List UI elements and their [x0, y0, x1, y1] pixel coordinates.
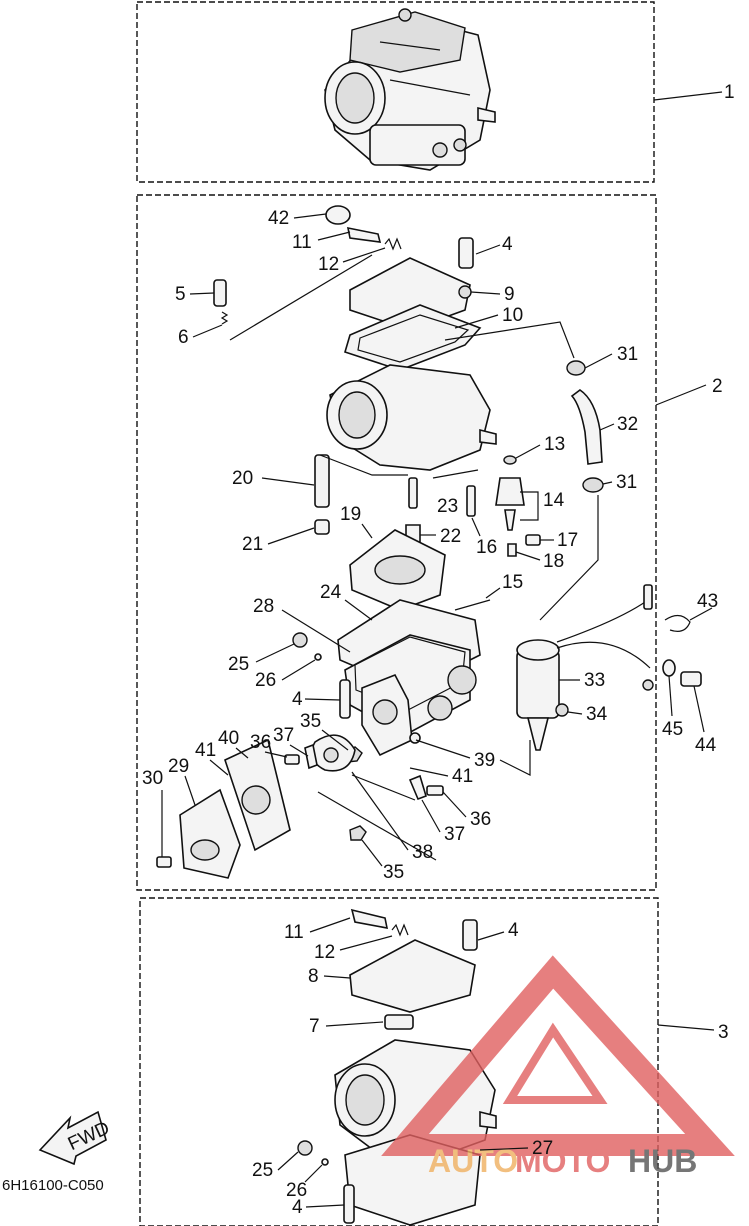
callout-38: 38 [412, 842, 433, 863]
callout-11b: 11 [284, 922, 304, 943]
callout-33: 33 [584, 670, 605, 691]
callout-45: 45 [662, 719, 683, 740]
callout-30: 30 [142, 768, 163, 789]
carburetor-assembly-bottom [297, 908, 497, 1226]
callout-19: 19 [340, 504, 361, 525]
callout-1: 1 [724, 82, 735, 103]
callout-20: 20 [232, 468, 253, 489]
watermark-brand-moto: MOTO [515, 1143, 610, 1179]
callout-31a: 31 [617, 344, 638, 365]
callout-25a: 25 [228, 654, 249, 675]
callout-21: 21 [242, 534, 263, 555]
callout-35b: 35 [383, 862, 404, 883]
callout-29: 29 [168, 756, 189, 777]
callout-3: 3 [718, 1022, 729, 1043]
frame-assembly-2 [136, 194, 657, 891]
callout-2: 2 [712, 376, 723, 397]
callout-36b: 36 [470, 809, 491, 830]
callout-10: 10 [502, 305, 523, 326]
fwd-arrow-icon: FWD [38, 1110, 113, 1166]
callout-24: 24 [320, 582, 342, 603]
callout-40: 40 [218, 728, 239, 749]
callout-12b: 12 [314, 942, 335, 963]
carburetor-exploded-parts [156, 205, 702, 879]
callout-13: 13 [544, 434, 565, 455]
watermark-brand-hub: HUB [628, 1143, 697, 1179]
callout-4b: 4 [292, 689, 303, 710]
callout-4c: 4 [508, 920, 519, 941]
callout-8: 8 [308, 966, 319, 987]
callout-41a: 41 [195, 740, 216, 761]
callout-26a: 26 [255, 670, 276, 691]
watermark-logo: AUTO MOTO HUB [381, 955, 735, 1179]
carburetor-assembly-top [324, 8, 496, 171]
callout-25b: 25 [252, 1160, 273, 1181]
callout-9: 9 [504, 284, 515, 305]
callout-16: 16 [476, 537, 497, 558]
callout-34: 34 [586, 704, 608, 725]
callout-42: 42 [268, 208, 289, 229]
callout-37b: 37 [444, 824, 465, 845]
callout-23: 23 [437, 496, 458, 517]
callout-6: 6 [178, 327, 189, 348]
callout-4d: 4 [292, 1197, 303, 1218]
callout-17: 17 [557, 530, 578, 551]
callout-15: 15 [502, 572, 523, 593]
callout-labels: 1 2 3 42 11 12 4 5 6 9 10 31 32 13 31 14… [142, 82, 735, 1218]
callout-43: 43 [697, 591, 718, 612]
callout-44: 44 [695, 735, 717, 756]
callout-28: 28 [253, 596, 274, 617]
callout-18: 18 [543, 551, 564, 572]
callout-41b: 41 [452, 766, 473, 787]
callout-39: 39 [474, 750, 495, 771]
callout-22: 22 [440, 526, 461, 547]
callout-32: 32 [617, 414, 638, 435]
frame-assembly-1 [136, 1, 655, 183]
diagram-code: 6H16100-C050 [2, 1177, 104, 1194]
callout-35a: 35 [300, 711, 321, 732]
callout-37a: 37 [273, 725, 294, 746]
callout-12a: 12 [318, 254, 339, 275]
callout-27: 27 [532, 1138, 553, 1159]
callout-14: 14 [543, 490, 565, 511]
watermark-triangle [381, 955, 735, 1156]
callout-26b: 26 [286, 1180, 307, 1201]
callout-36a: 36 [250, 732, 271, 753]
callout-5: 5 [175, 284, 186, 305]
callout-11a: 11 [292, 232, 312, 253]
callout-7: 7 [309, 1016, 320, 1037]
callout-31b: 31 [616, 472, 637, 493]
callout-4a: 4 [502, 234, 513, 255]
